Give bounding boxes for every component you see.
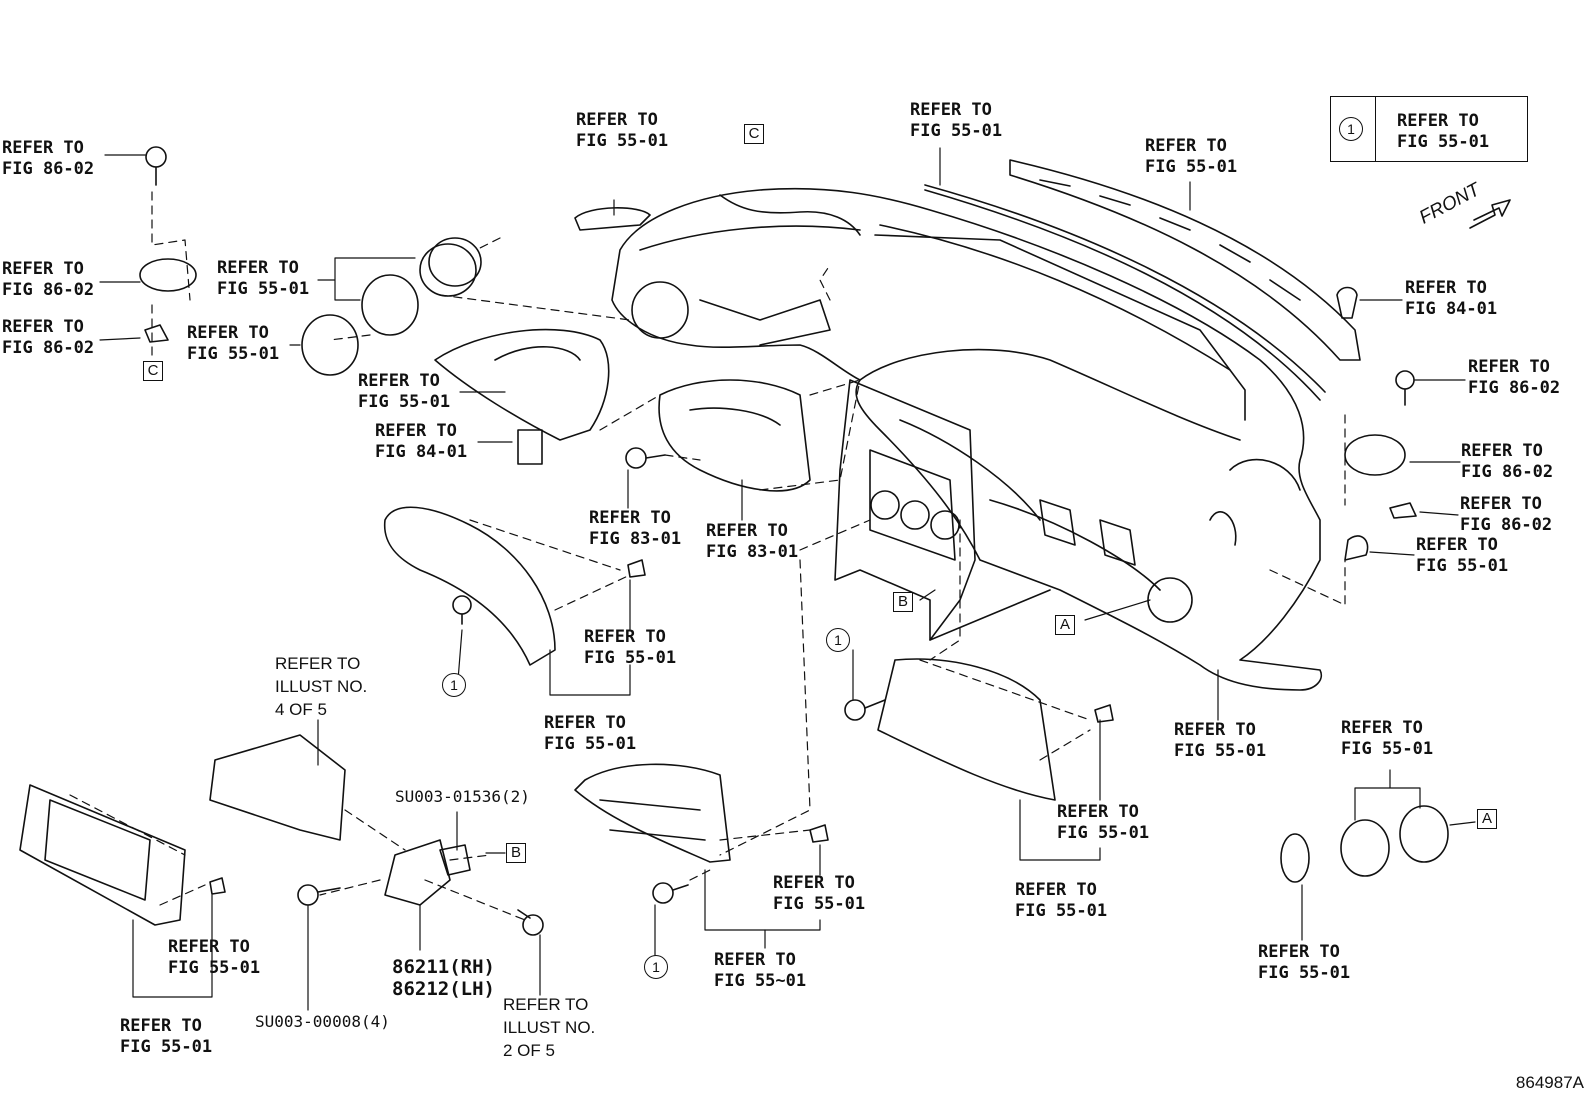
label-fig-55-01: REFER TO FIG 55-01	[1341, 718, 1434, 759]
label-fig-55-01: REFER TO FIG 55-01	[187, 323, 280, 364]
label-fig-55-01: REFER TO FIG 55-01	[217, 258, 310, 299]
lower-cover	[383, 506, 556, 666]
label-fig-86-02: REFER TO FIG 86-02	[1460, 494, 1553, 535]
label-fig-55-01: REFER TO FIG 55-01	[1015, 880, 1108, 921]
label-fig-55-01: REFER TO FIG 55-01	[1416, 535, 1509, 576]
label-fig-83-01: REFER TO FIG 83-01	[589, 508, 682, 549]
center-stack	[834, 379, 1051, 641]
marker-1: 1	[826, 628, 850, 652]
part-su003-01536: SU003-01536(2)	[395, 787, 530, 806]
center-lower	[574, 763, 731, 863]
legend-text: REFER TO FIG 55-01	[1397, 111, 1490, 152]
label-fig-84-01: REFER TO FIG 84-01	[375, 421, 468, 462]
label-fig-86-02: REFER TO FIG 86-02	[2, 317, 95, 358]
drawing-code: 864987A	[1515, 1073, 1584, 1092]
label-fig-86-02: REFER TO FIG 86-02	[1468, 357, 1561, 398]
marker-1: 1	[442, 673, 466, 697]
label-fig-55-01: REFER TO FIG 55-01	[1057, 802, 1150, 843]
marker-b: B	[893, 592, 913, 612]
fasteners	[144, 146, 1417, 936]
label-fig-55-01: REFER TO FIG 55-01	[358, 371, 451, 412]
label-fig-55-01: REFER TO FIG 55-01	[544, 713, 637, 754]
label-fig-86-02: REFER TO FIG 86-02	[1461, 441, 1554, 482]
marker-c: C	[744, 124, 764, 144]
marker-a: A	[1055, 615, 1075, 635]
label-fig-55-01: REFER TO FIG 55-01	[1258, 942, 1351, 983]
label-fig-84-01: REFER TO FIG 84-01	[1405, 278, 1498, 319]
meter-cluster	[658, 379, 811, 492]
marker-b: B	[506, 843, 526, 863]
marker-c: C	[143, 361, 163, 381]
legend-symbol: 1	[1339, 117, 1363, 141]
label-fig-55-01: REFER TO FIG 55-01	[168, 937, 261, 978]
label-fig-55-01: REFER TO FIG 55-01	[120, 1016, 213, 1057]
glove-box	[877, 658, 1056, 801]
legend-box: 1 REFER TO FIG 55-01	[1330, 96, 1528, 162]
part-86212-lh: 86212(LH)	[392, 978, 495, 1000]
part-86211-rh: 86211(RH)	[392, 956, 495, 978]
marker-1: 1	[644, 955, 668, 979]
label-illust-2of5: REFER TO ILLUST NO. 2 OF 5	[503, 995, 596, 1060]
part-su003-00008: SU003-00008(4)	[255, 1012, 390, 1031]
front-arrow	[1469, 199, 1511, 229]
label-fig-55-01: REFER TO FIG 55-01	[1174, 720, 1267, 761]
marker-a: A	[1477, 809, 1497, 829]
label-fig-55-01: REFER TO FIG 55-01	[584, 627, 677, 668]
speakers	[139, 258, 1449, 883]
label-fig-86-02: REFER TO FIG 86-02	[2, 259, 95, 300]
meter-hood	[434, 328, 610, 441]
label-illust-4of5: REFER TO ILLUST NO. 4 OF 5	[275, 654, 368, 719]
label-fig-55-01: REFER TO FIG 55-01	[773, 873, 866, 914]
pocket	[19, 734, 346, 926]
dashed-lines	[69, 191, 1346, 921]
label-fig-83-01: REFER TO FIG 83-01	[706, 521, 799, 562]
label-fig-55-01: REFER TO FIG 55-01	[1145, 136, 1238, 177]
dashboard-panel	[611, 187, 1322, 691]
top-strips	[924, 159, 1361, 401]
label-fig-86-02: REFER TO FIG 86-02	[2, 138, 95, 179]
label-fig-55-01-alt: REFER TO FIG 55~01	[714, 950, 807, 991]
label-fig-55-01: REFER TO FIG 55-01	[576, 110, 669, 151]
label-fig-55-01: REFER TO FIG 55-01	[910, 100, 1003, 141]
leader-lines	[99, 147, 1476, 1011]
legend-divider	[1375, 97, 1376, 161]
